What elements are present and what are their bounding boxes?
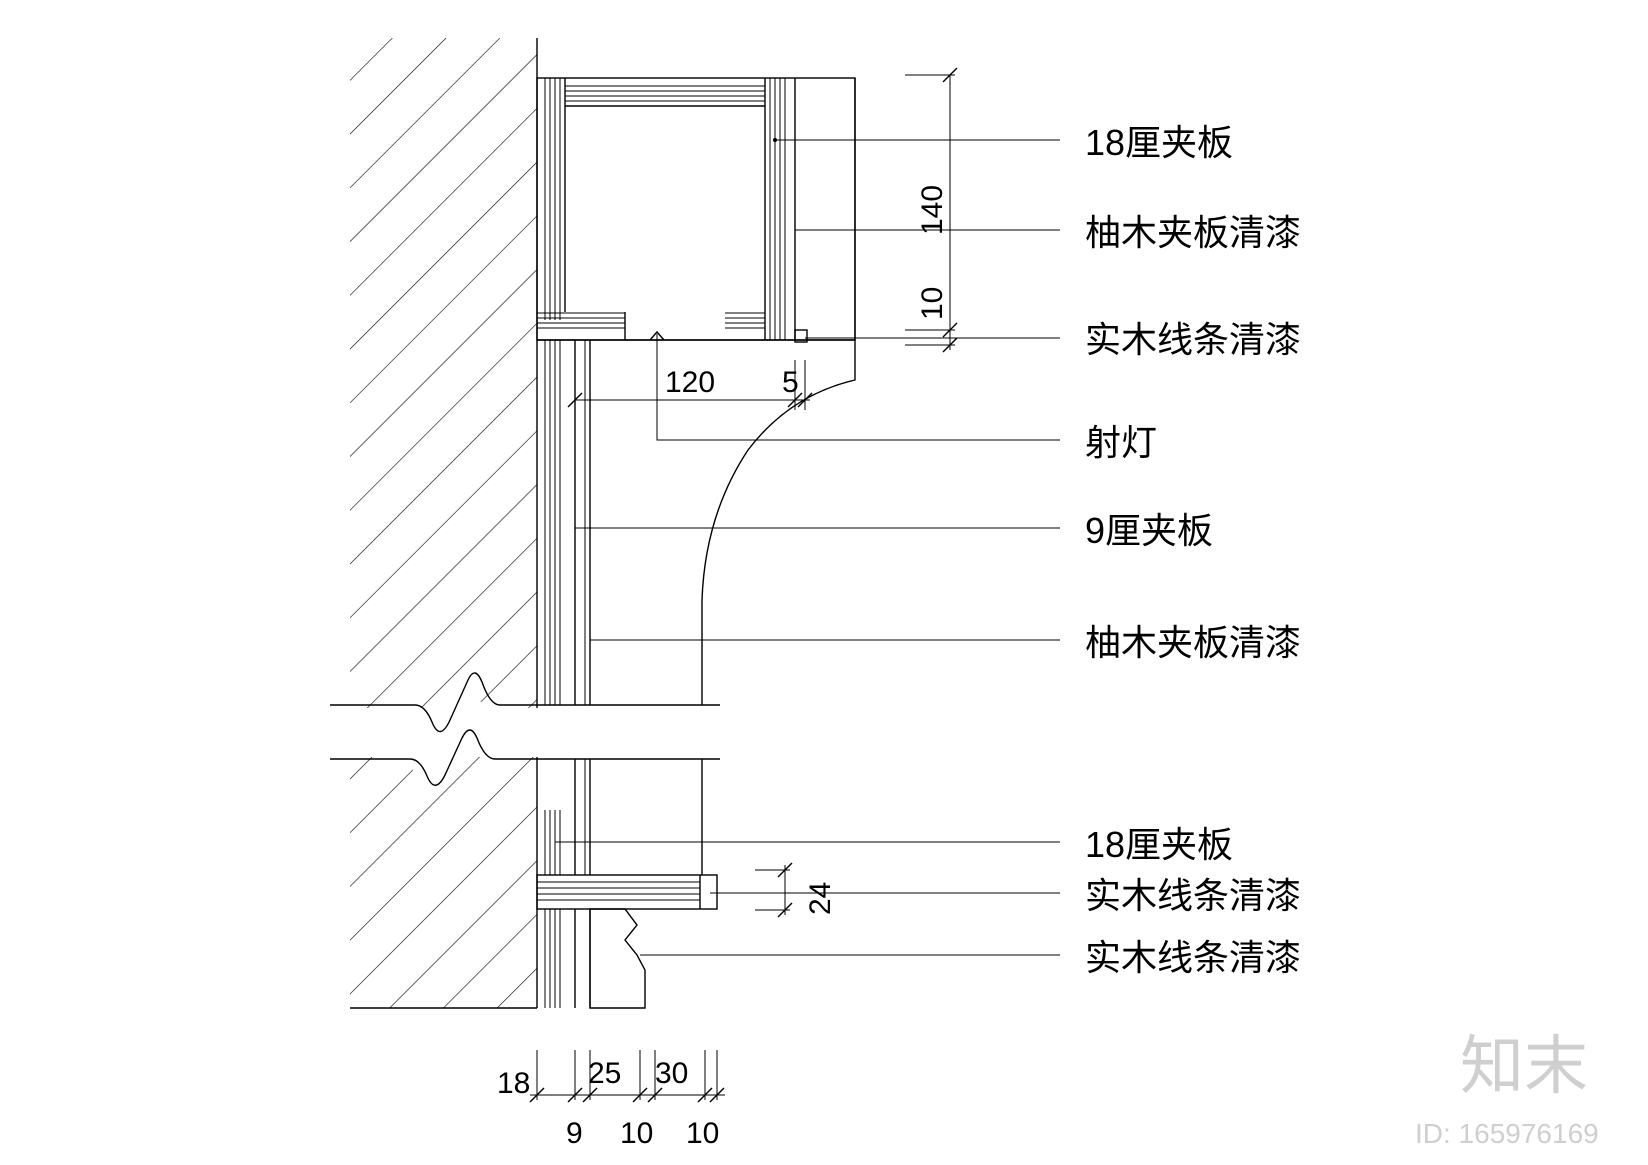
bottom-moulding: [536, 874, 718, 1009]
label-spotlight: 射灯: [1085, 422, 1157, 463]
leader-lines: [555, 138, 1060, 956]
dimension-lines: [529, 67, 958, 1103]
label-solid-wood-trim-bottom: 实木线条清漆: [1085, 937, 1301, 978]
break-lines: [330, 672, 720, 786]
cabinet-box: [536, 77, 856, 343]
label-18mm-plywood-top: 18厘夹板: [1085, 122, 1233, 163]
dim-18-bottom: 18: [497, 1067, 530, 1100]
label-18mm-plywood-bottom: 18厘夹板: [1085, 824, 1233, 865]
spotlight-symbol: [649, 330, 665, 341]
dim-10-vertical: 10: [916, 287, 949, 320]
label-teak-veneer-top: 柚木夹板清漆: [1085, 212, 1301, 253]
vertical-panels: [544, 340, 591, 875]
watermark-brand: 知末: [1460, 1030, 1588, 1102]
dim-30-bottom: 30: [655, 1057, 688, 1090]
dim-24: 24: [804, 882, 837, 915]
dim-10b-bottom: 10: [686, 1117, 719, 1150]
dim-10a-bottom: 10: [620, 1117, 653, 1150]
watermark-id: ID: 165976169: [1415, 1118, 1599, 1149]
dim-9-bottom: 9: [566, 1117, 583, 1150]
label-solid-wood-trim-top: 实木线条清漆: [1085, 319, 1301, 360]
label-9mm-plywood: 9厘夹板: [1085, 510, 1213, 551]
wall-section: [350, 38, 538, 1009]
dim-5: 5: [782, 366, 799, 399]
curved-cornice: [701, 78, 856, 705]
dim-120: 120: [665, 366, 715, 399]
dim-140: 140: [916, 185, 949, 235]
label-solid-wood-trim-mid: 实木线条清漆: [1085, 875, 1301, 916]
label-teak-veneer-mid: 柚木夹板清漆: [1085, 622, 1301, 663]
dim-25-bottom: 25: [588, 1057, 621, 1090]
